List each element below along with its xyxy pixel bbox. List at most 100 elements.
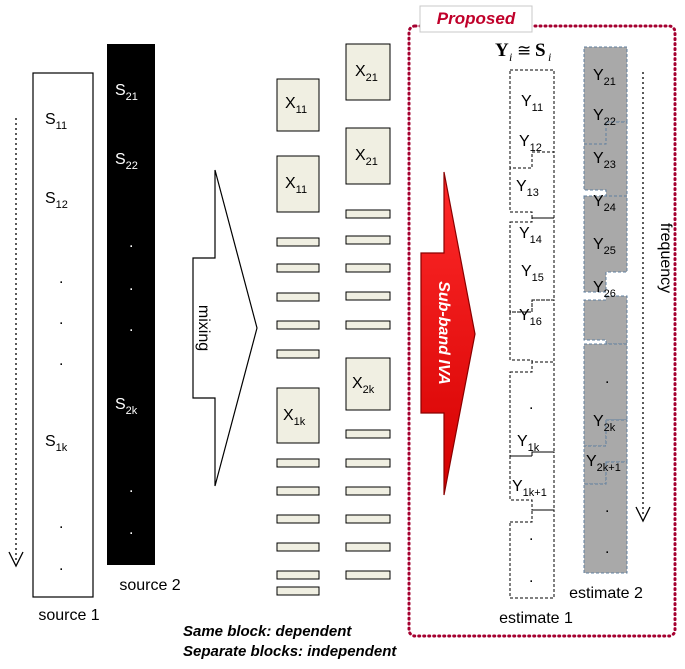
mixed-block: [276, 387, 320, 444]
formula: Y i ≅ S i: [495, 40, 551, 64]
estimate1-blocks: [509, 69, 555, 599]
formula-y: Y: [495, 40, 509, 61]
mixed-block-label: X21: [355, 63, 378, 84]
subband-iva-label: Sub-band IVA: [435, 281, 452, 385]
estimate2-entry: Y25: [593, 236, 616, 257]
mixed-bin: [345, 291, 391, 301]
estimate1-entry: Y1k: [517, 433, 540, 454]
ellipsis-dot: .: [59, 352, 63, 369]
ellipsis-dot: .: [129, 521, 133, 538]
mixed-column-2: X21 X21 X2k: [345, 43, 391, 580]
mixed-bin: [276, 237, 320, 247]
mixed-block-label: X11: [285, 95, 307, 116]
estimate2-block: [583, 121, 628, 197]
estimate2-entries: Y21 Y22 Y23 Y24 Y25 Y26 Y2k Y2k+1 . . .: [586, 67, 621, 557]
mixed-bin: [345, 263, 391, 273]
estimate1-block: [509, 217, 555, 313]
ellipsis-dot: .: [529, 569, 533, 586]
estimate1-label: estimate 1: [499, 610, 573, 627]
ellipsis-dot: .: [129, 479, 133, 496]
estimate1-entry: Y12: [519, 133, 542, 154]
source1-label: source 1: [38, 607, 99, 624]
formula-y-sub: i: [509, 50, 512, 64]
mixed-block-label: X21: [355, 147, 378, 168]
estimate2-entry: Y23: [593, 150, 616, 171]
estimate2-block: [583, 461, 628, 574]
mixed-bin: [276, 292, 320, 302]
source2-column: [107, 44, 155, 565]
ellipsis-dot: .: [605, 540, 609, 557]
mixed-block-label: X11: [285, 175, 307, 196]
estimate1-entry: Y11: [521, 93, 543, 114]
mixed-bin: [276, 458, 320, 468]
estimate2-entry: Y26: [593, 279, 616, 300]
mixed-bin: [276, 486, 320, 496]
estimate1-block: [509, 299, 555, 363]
mixed-block: [345, 43, 391, 101]
source1-entry: S11: [45, 111, 67, 132]
mixed-bin: [345, 514, 391, 524]
mixed-bin: [276, 263, 320, 273]
ellipsis-dot: .: [59, 515, 63, 532]
source2-entry: S22: [115, 151, 138, 172]
ellipsis-dot: .: [605, 499, 609, 516]
estimate2-block: [583, 295, 628, 345]
estimate1-block: [509, 151, 555, 219]
mixed-block-label: X2k: [352, 375, 375, 396]
estimate2-entry: Y24: [593, 193, 616, 214]
estimate1-entry: Y1k+1: [512, 478, 547, 499]
mixed-bin: [345, 429, 391, 439]
formula-approx: ≅: [517, 41, 531, 61]
mixed-bin: [345, 486, 391, 496]
ellipsis-dot: .: [605, 370, 609, 387]
proposed-frame: [407, 24, 677, 638]
estimate1-entry: Y13: [516, 178, 539, 199]
ellipsis-dot: .: [129, 277, 133, 294]
source1-column: [32, 72, 94, 598]
estimate1-block: [509, 509, 555, 599]
formula-s: S: [535, 40, 546, 61]
source1-entry: S1k: [45, 433, 68, 454]
estimate2-label: estimate 2: [569, 585, 643, 602]
mixed-bin: [345, 320, 391, 330]
mixed-bin: [345, 542, 391, 552]
frequency-arrow: [635, 72, 651, 523]
mixed-bin: [345, 570, 391, 580]
mixed-block: [276, 78, 320, 132]
mixed-bin: [345, 458, 391, 468]
mixed-bin: [276, 586, 320, 596]
source2-entry: S21: [115, 82, 138, 103]
mixed-block: [345, 127, 391, 185]
estimate2-entry: Y2k: [593, 413, 616, 434]
formula-s-sub: i: [548, 50, 551, 64]
estimate1-entry: Y15: [521, 263, 544, 284]
proposed-tab: [419, 5, 533, 33]
estimate2-entry: Y21: [593, 67, 616, 88]
ellipsis-dot: .: [529, 527, 533, 544]
estimate1-entry: Y16: [519, 307, 542, 328]
frequency-label: frequency: [657, 223, 674, 293]
mixing-arrow: [192, 169, 258, 487]
source2-label: source 2: [119, 577, 180, 594]
ellipsis-dot: .: [529, 396, 533, 413]
mixed-bin: [276, 349, 320, 359]
mixed-bin: [345, 235, 391, 245]
estimate2-block: [583, 195, 628, 293]
mixed-block: [345, 357, 391, 411]
source2-entry: S2k: [115, 396, 138, 417]
subband-iva-arrow: [420, 171, 476, 496]
estimate1-entries: Y11 Y12 Y13 Y14 Y15 Y16 Y1k Y1k+1 . . .: [512, 93, 547, 586]
mixed-column-1: X11 X11 X1k: [276, 78, 320, 596]
estimate1-block: [509, 361, 555, 457]
ellipsis-dot: .: [59, 270, 63, 287]
estimate1-entry: Y14: [519, 225, 542, 246]
estimate2-entry: Y2k+1: [586, 453, 621, 474]
mixed-bin: [276, 514, 320, 524]
source1-frequency-arrow: [8, 118, 24, 568]
legend-independent: Separate blocks: independent: [183, 643, 397, 660]
mixed-bin: [276, 542, 320, 552]
mixed-bin: [345, 209, 391, 219]
ellipsis-dot: .: [59, 311, 63, 328]
ellipsis-dot: .: [59, 557, 63, 574]
